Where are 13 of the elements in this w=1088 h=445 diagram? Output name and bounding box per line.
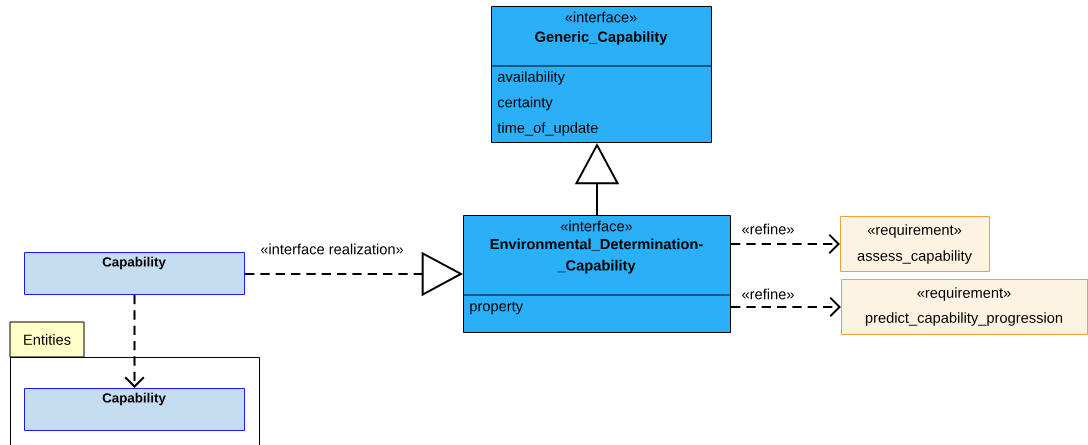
arrow	[124, 294, 145, 388]
requirement-box: «requirement» assess_capability	[840, 216, 990, 272]
edge-label: «refine»	[740, 287, 796, 301]
arrow	[730, 296, 841, 318]
edge-label: «interface realization»	[258, 242, 406, 256]
class-box: «interface» Generic_Capability availability certainty time_of_update	[490, 6, 712, 143]
arrow	[730, 233, 840, 255]
node-label: Entities	[24, 334, 71, 345]
class-box: Capability	[24, 252, 245, 295]
edge-label: «refine»	[740, 222, 796, 236]
requirement-box: «requirement» predict_capability_progression	[841, 279, 1088, 335]
class-box: Capability	[24, 388, 245, 431]
class-box: «interface» Environmental_Determination- _Capability property	[462, 215, 731, 333]
